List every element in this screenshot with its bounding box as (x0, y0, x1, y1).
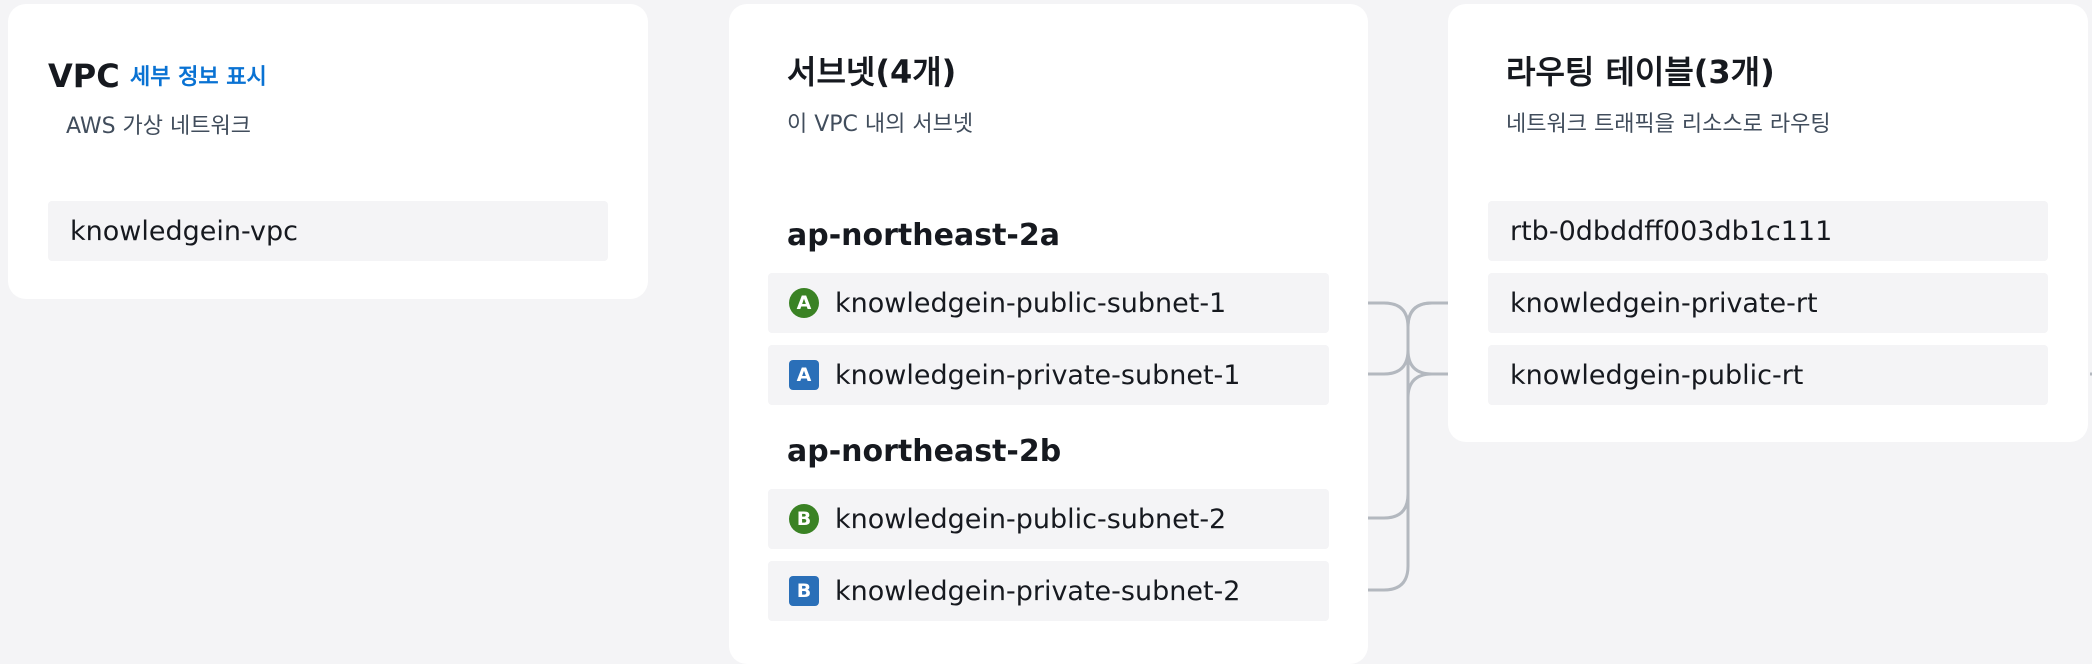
subnets-title: 서브넷(4개) (787, 53, 957, 91)
vpc-info-link[interactable]: 세부 정보 표시 (130, 65, 267, 90)
subnet-label: knowledgein-private-subnet-2 (835, 575, 1241, 607)
subnet-label: knowledgein-private-subnet-1 (835, 359, 1241, 391)
route-tables-card: 라우팅 테이블(3개) 네트워크 트래픽을 리소스로 라우팅 rtb-0dbdd… (1448, 4, 2088, 442)
subnet-row-public-2[interactable]: B knowledgein-public-subnet-2 (768, 489, 1329, 549)
route-table-row[interactable]: knowledgein-private-rt (1488, 273, 2048, 333)
vpc-title: VPC (48, 57, 120, 95)
subnet-row-private-1[interactable]: A knowledgein-private-subnet-1 (768, 345, 1329, 405)
route-table-row[interactable]: rtb-0dbddff003db1c111 (1488, 201, 2048, 261)
private-subnet-badge-icon: A (789, 360, 819, 390)
az-heading-2b: ap-northeast-2b (787, 434, 1062, 469)
vpc-card: VPC 세부 정보 표시 AWS 가상 네트워크 knowledgein-vpc (8, 4, 648, 299)
route-tables-subtitle: 네트워크 트래픽을 리소스로 라우팅 (1506, 112, 1831, 137)
subnet-row-private-2[interactable]: B knowledgein-private-subnet-2 (768, 561, 1329, 621)
subnets-card: 서브넷(4개) 이 VPC 내의 서브넷 ap-northeast-2a A k… (729, 4, 1368, 664)
route-table-label: rtb-0dbddff003db1c111 (1510, 215, 1833, 247)
vpc-subtitle: AWS 가상 네트워크 (66, 114, 251, 139)
subnets-subtitle: 이 VPC 내의 서브넷 (787, 112, 974, 137)
private-subnet-badge-icon: B (789, 576, 819, 606)
vpc-item[interactable]: knowledgein-vpc (48, 201, 608, 261)
public-subnet-badge-icon: A (789, 288, 819, 318)
subnet-label: knowledgein-public-subnet-2 (835, 503, 1227, 535)
subnet-row-public-1[interactable]: A knowledgein-public-subnet-1 (768, 273, 1329, 333)
az-heading-2a: ap-northeast-2a (787, 218, 1060, 253)
route-tables-title: 라우팅 테이블(3개) (1506, 53, 1775, 91)
subnet-label: knowledgein-public-subnet-1 (835, 287, 1227, 319)
route-table-row[interactable]: knowledgein-public-rt (1488, 345, 2048, 405)
route-table-label: knowledgein-public-rt (1510, 359, 1804, 391)
vpc-item-label: knowledgein-vpc (70, 215, 298, 247)
route-table-label: knowledgein-private-rt (1510, 287, 1818, 319)
public-subnet-badge-icon: B (789, 504, 819, 534)
